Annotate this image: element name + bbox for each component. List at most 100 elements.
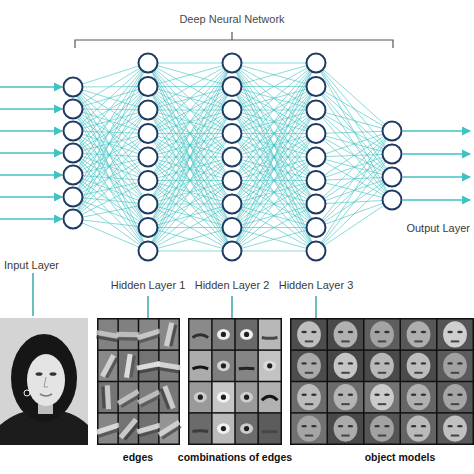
network-connections xyxy=(148,228,232,252)
edge-combinations xyxy=(190,382,212,412)
edge-filters xyxy=(170,324,178,346)
edge-filters xyxy=(137,390,162,408)
network-connections xyxy=(232,251,316,252)
io-arrows xyxy=(0,196,62,197)
object-models xyxy=(414,403,422,405)
edge-combinations xyxy=(193,367,209,369)
network-connections xyxy=(232,157,316,251)
neuron-circles xyxy=(223,54,242,73)
layer-label: Hidden Layer 2 xyxy=(195,279,270,292)
neuron-circles xyxy=(223,124,242,143)
edge-filters xyxy=(160,320,179,350)
object-models xyxy=(328,320,363,350)
edge-filters xyxy=(116,332,140,341)
network-connections xyxy=(232,63,316,87)
object-models xyxy=(370,415,394,441)
neuron-circles xyxy=(223,195,242,214)
object-models xyxy=(457,362,463,364)
object-models xyxy=(311,394,317,396)
network-connections xyxy=(148,157,232,251)
edge-filters xyxy=(158,420,183,440)
edge-filters xyxy=(100,354,119,379)
object-models xyxy=(411,425,417,427)
network-connections xyxy=(73,110,148,197)
neuron-circles xyxy=(307,171,326,190)
object-models xyxy=(348,331,354,333)
leader-lines xyxy=(315,296,317,318)
edge-filters xyxy=(95,318,182,445)
edge-combinations xyxy=(236,320,258,350)
network-connections xyxy=(148,204,232,251)
network-connections xyxy=(232,157,316,251)
network-connections xyxy=(316,154,392,251)
network-connections xyxy=(148,204,232,251)
object-models xyxy=(341,372,349,374)
network-connections xyxy=(73,197,148,228)
io-arrows xyxy=(403,153,470,154)
network-connections xyxy=(73,134,148,220)
edge-combinations xyxy=(267,363,272,368)
neuron-circles xyxy=(64,144,83,163)
network-connections xyxy=(148,110,232,251)
network-connections xyxy=(73,181,148,198)
object-models xyxy=(451,403,459,405)
network-connections xyxy=(148,63,232,251)
network-connections xyxy=(148,134,232,252)
object-models xyxy=(370,384,394,410)
neuron-circles xyxy=(139,242,158,261)
neuron-circles xyxy=(307,77,326,96)
neuron-circles xyxy=(307,218,326,237)
network-connections xyxy=(73,219,148,228)
network-connections xyxy=(148,87,232,252)
edge-filters xyxy=(98,428,120,438)
edge-combinations xyxy=(262,396,278,400)
neuron-circles xyxy=(64,78,83,97)
network-connections xyxy=(148,63,232,87)
io-arrows xyxy=(403,199,470,200)
network-connections xyxy=(148,87,232,252)
neuron-circles xyxy=(64,100,83,119)
edge-filters xyxy=(105,385,111,409)
network-connections xyxy=(148,251,232,252)
object-models xyxy=(334,415,358,441)
network-connections xyxy=(316,131,392,204)
object-models xyxy=(365,414,400,444)
io-arrows xyxy=(0,86,62,87)
object-models xyxy=(328,414,363,444)
object-models xyxy=(374,362,380,364)
object-models xyxy=(378,435,386,437)
network-connections xyxy=(232,63,316,157)
network-connections xyxy=(73,219,148,251)
network-connections xyxy=(73,63,392,251)
network-connections xyxy=(316,131,392,181)
network-connections xyxy=(148,63,232,181)
network-connections xyxy=(148,63,232,157)
object-models xyxy=(328,382,363,412)
edge-filters xyxy=(139,367,161,374)
network-connections xyxy=(73,63,148,131)
edge-filters xyxy=(119,351,138,381)
neuron-circles xyxy=(64,188,83,207)
object-models xyxy=(297,353,321,379)
object-models xyxy=(447,394,453,396)
neuron-circles xyxy=(383,145,402,164)
edge-filters xyxy=(101,386,105,408)
leader-lines xyxy=(33,273,316,318)
neuron-circles xyxy=(223,148,242,167)
feature-caption: edges xyxy=(123,451,153,463)
neuron-circles xyxy=(383,191,402,210)
edge-combinations xyxy=(259,382,281,412)
edge-combinations xyxy=(240,329,253,340)
object-models xyxy=(311,331,317,333)
edge-combinations xyxy=(193,429,209,433)
edge-combinations xyxy=(244,426,249,431)
network-connections xyxy=(73,197,148,251)
neuron-circles xyxy=(139,218,158,237)
network-connections xyxy=(232,63,316,204)
edge-filters xyxy=(160,388,171,409)
face-photo xyxy=(36,372,43,376)
edge-filters xyxy=(140,395,161,408)
layer-label: Input Layer xyxy=(4,259,59,272)
network-connections xyxy=(316,110,392,200)
network-connections xyxy=(148,134,232,252)
